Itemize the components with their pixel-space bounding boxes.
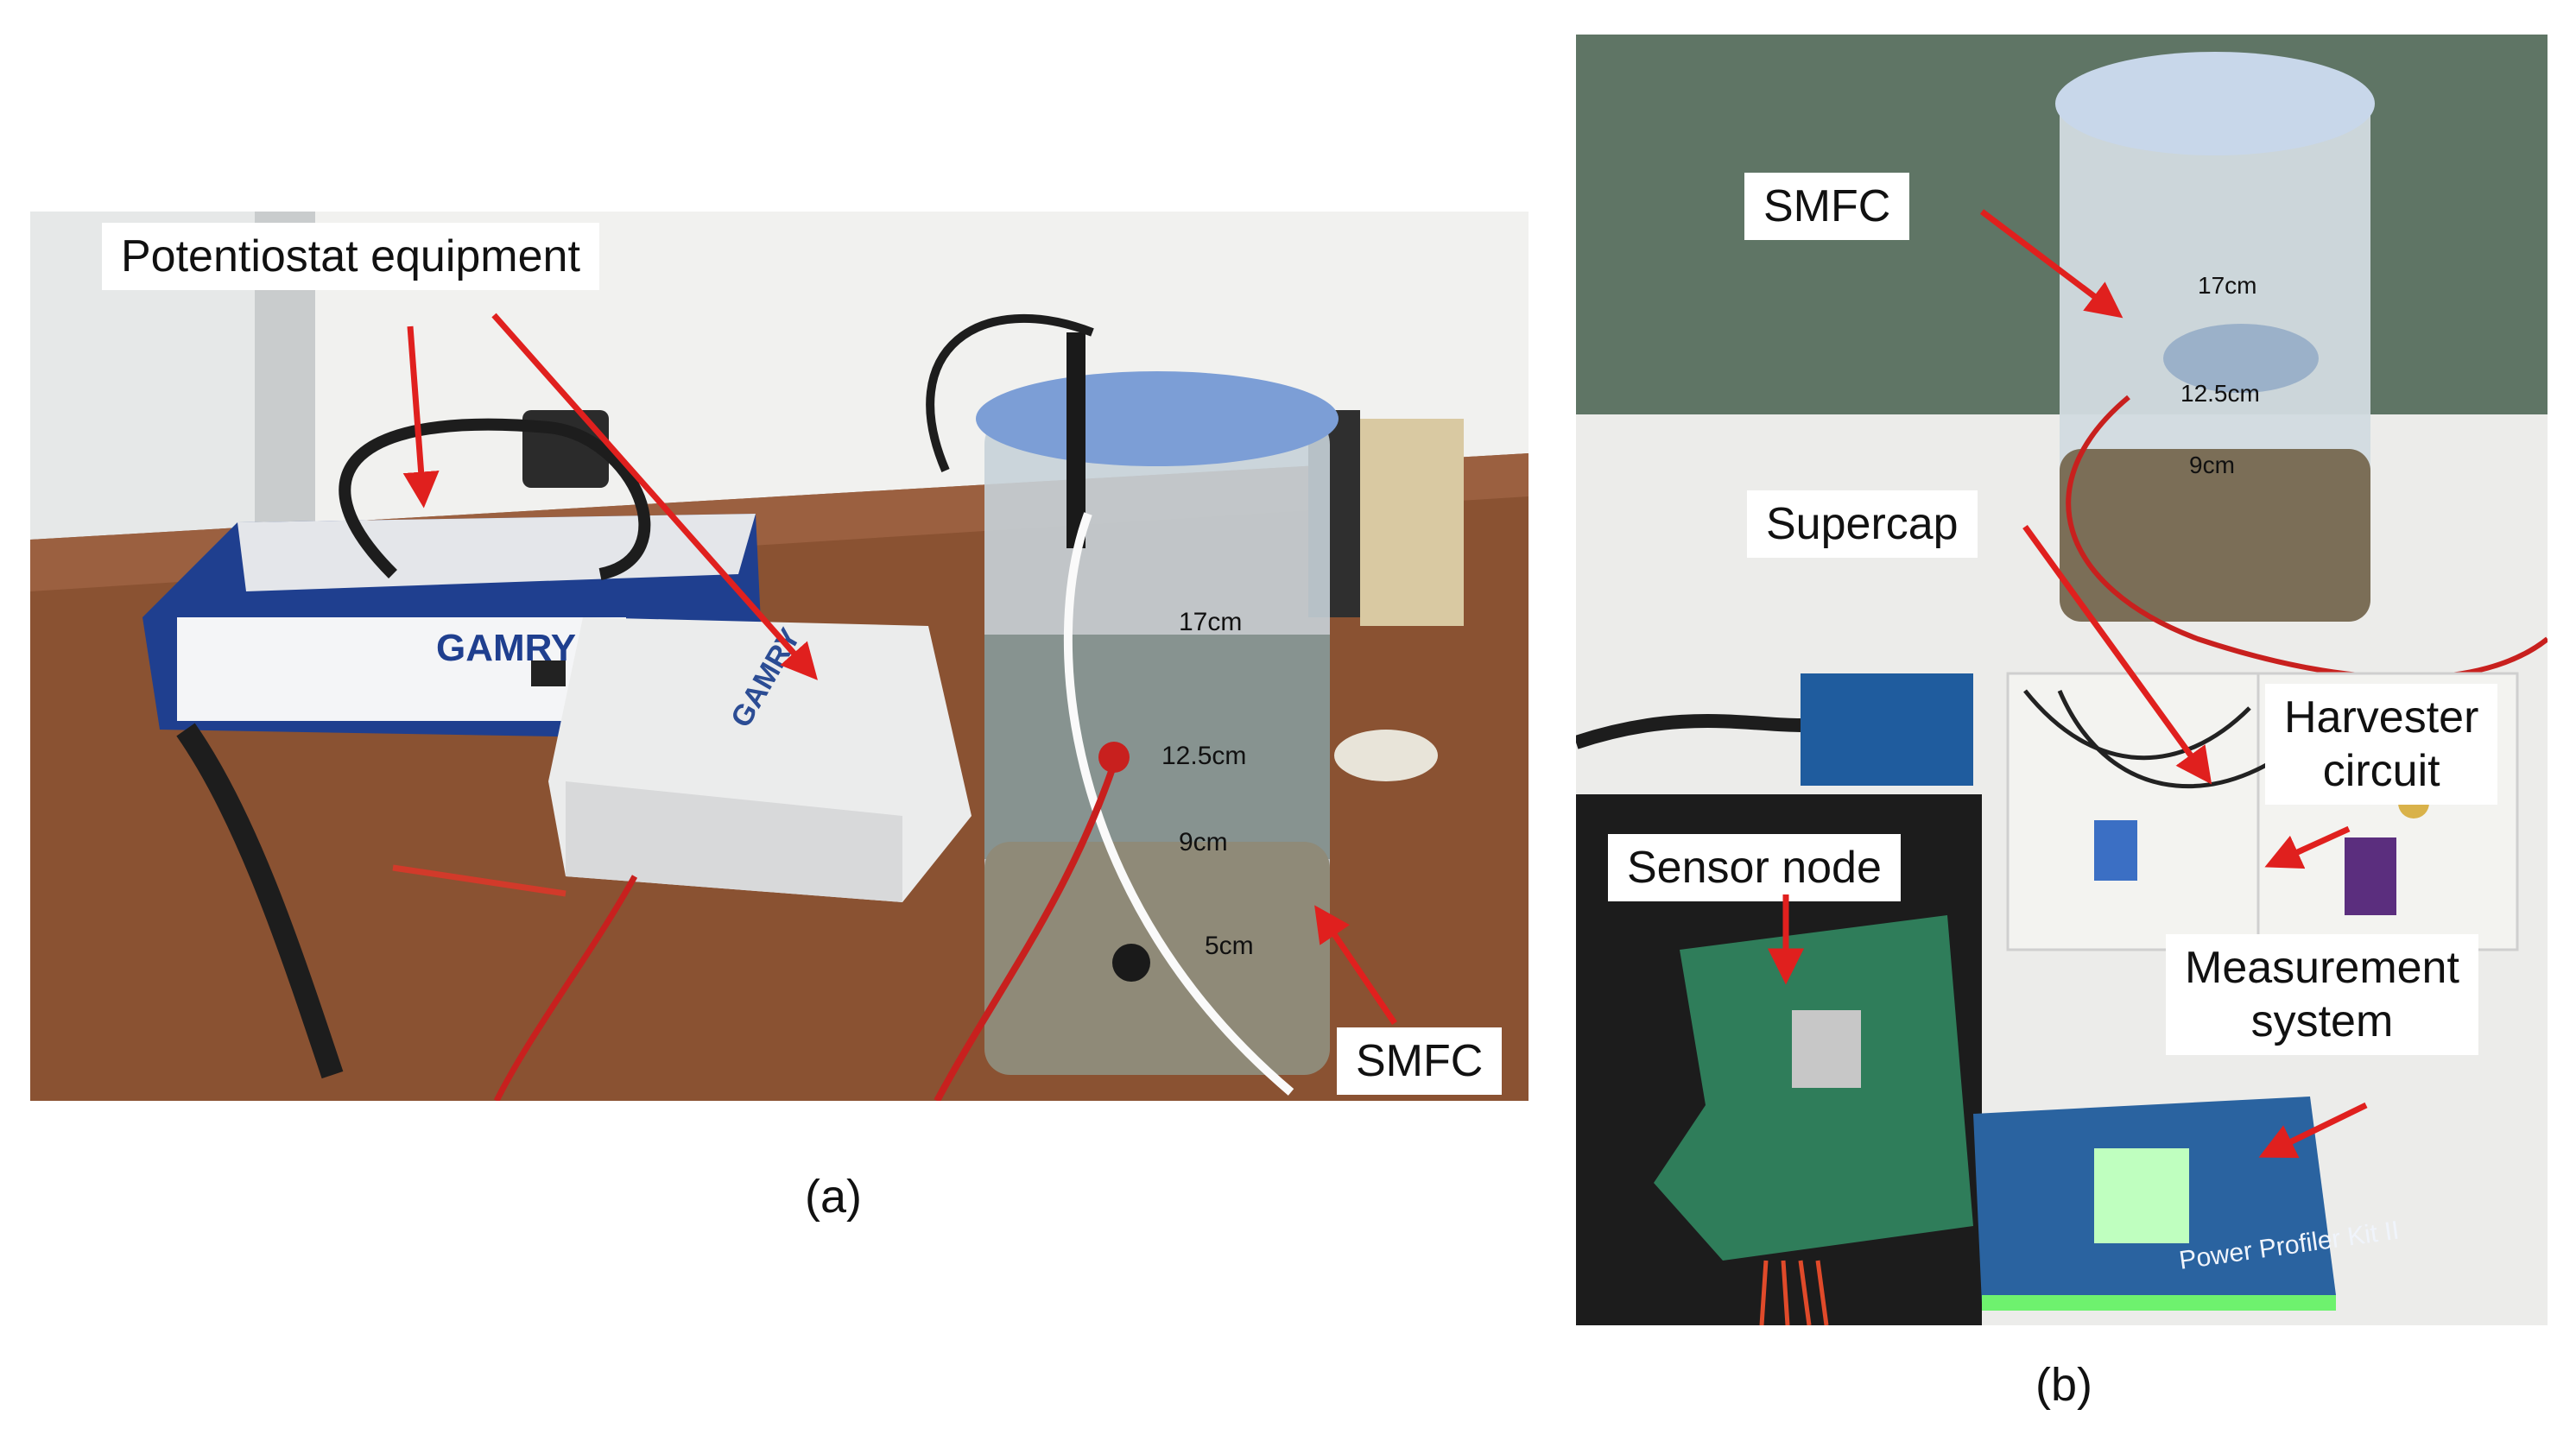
usb-cable	[1576, 714, 1801, 749]
photo-panel-a: GAMRY GAMRY 17cm 12.5cm 9cm 5cm	[30, 212, 1529, 1101]
jar-b-mark-12-5: 12.5cm	[2180, 380, 2260, 407]
interface-box-front	[566, 781, 902, 902]
module-blue	[2094, 820, 2137, 881]
label-smfc-a: SMFC	[1337, 1027, 1503, 1095]
jar-b-mark-17: 17cm	[2198, 272, 2256, 299]
label-measurement-system: Measurement system	[2166, 934, 2478, 1055]
caption-a: (a)	[805, 1171, 862, 1223]
potentiostat-cable	[176, 723, 344, 1079]
jar-mark-12-5: 12.5cm	[1161, 742, 1246, 770]
label-smfc-b: SMFC	[1744, 173, 1910, 240]
jar-water	[984, 635, 1330, 859]
jar-mark-9: 9cm	[1179, 828, 1228, 856]
label-supercap: Supercap	[1747, 490, 1978, 558]
background-cells	[1360, 419, 1464, 626]
anode-clip-red	[1098, 742, 1130, 773]
red-lead-jar	[934, 762, 1117, 1101]
photo-b-scene: 17cm 12.5cm 9cm Power Profiler Kit II	[1576, 35, 2548, 1325]
jar-lid	[976, 371, 1339, 466]
red-lead-box	[493, 875, 638, 1101]
photo-a-scene: GAMRY GAMRY 17cm 12.5cm 9cm 5cm	[30, 212, 1529, 1101]
jar-sediment	[984, 842, 1330, 1075]
ppk-led	[2094, 1148, 2189, 1243]
jar-b-mark-9: 9cm	[2189, 452, 2235, 478]
arduino-board	[1801, 673, 1973, 786]
cathode-connector	[1112, 944, 1150, 982]
label-sensor-node: Sensor node	[1608, 834, 1901, 901]
jar-lid-b	[2055, 52, 2375, 155]
radio-module	[1792, 1010, 1861, 1088]
electrode-cable	[926, 314, 1094, 472]
ppk-glow	[1982, 1295, 2336, 1311]
harvester-board	[2345, 837, 2396, 915]
photo-panel-b: 17cm 12.5cm 9cm Power Profiler Kit II	[1576, 35, 2548, 1325]
node-wires	[1759, 1260, 1829, 1325]
label-potentiostat-equipment: Potentiostat equipment	[102, 223, 599, 290]
jar-mark-17: 17cm	[1179, 608, 1242, 636]
jar-mark-5: 5cm	[1205, 932, 1254, 960]
foam-ring	[1334, 730, 1438, 781]
cathode-disc	[2163, 324, 2319, 393]
power-switch	[531, 660, 566, 686]
caption-b: (b)	[2035, 1359, 2092, 1411]
reference-electrode	[1066, 332, 1085, 548]
white-lead	[1063, 512, 1294, 1096]
label-harvester-circuit: Harvester circuit	[2265, 684, 2498, 805]
croc-clip-red	[392, 864, 566, 897]
